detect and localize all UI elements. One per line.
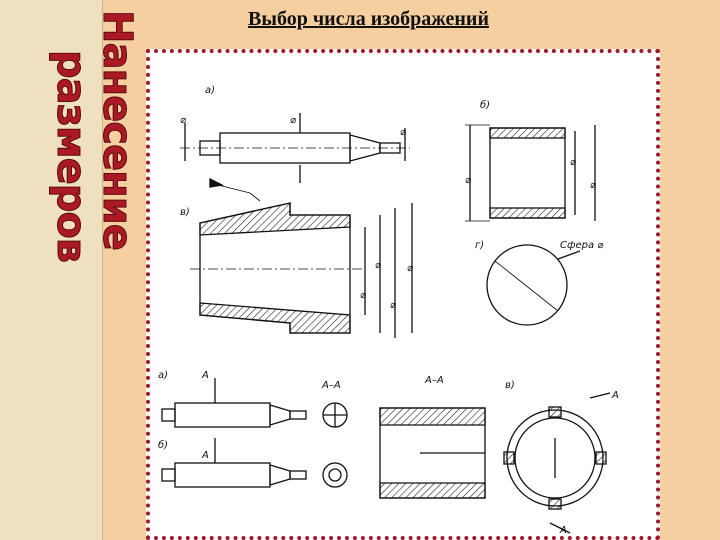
label-diameter-2: ⌀ — [290, 115, 297, 126]
sidebar-word-2: размеров — [48, 49, 95, 263]
shaft-bottom-a-drawing — [161, 378, 348, 428]
label-part-g: г) — [475, 240, 484, 251]
label-diameter-6: ⌀ — [590, 180, 597, 191]
sidebar: Нанесение размеров — [0, 0, 141, 540]
shaft-bottom-b-drawing — [161, 438, 348, 488]
label-part-b: б) — [480, 99, 490, 111]
label-diameter-3: ⌀ — [400, 127, 407, 138]
label-cut-a-1: А — [201, 370, 209, 381]
label-bottom-a: а) — [158, 370, 168, 381]
slide-title: Выбор числа изображений — [248, 8, 489, 30]
label-diameter-10: ⌀ — [407, 263, 414, 274]
label-part-v: в) — [180, 207, 190, 218]
label-cut-a-4: А — [559, 525, 567, 536]
section-a-a-drawing — [379, 407, 486, 499]
label-cut-a-2: А — [201, 450, 209, 461]
label-bottom-v: в) — [505, 380, 515, 391]
shaft-a-drawing — [180, 113, 410, 183]
label-part-a: а) — [205, 85, 215, 96]
sidebar-word-1: Нанесение — [94, 9, 141, 250]
sidebar-title: Нанесение размеров — [48, 9, 141, 263]
label-diameter-9: ⌀ — [390, 300, 397, 311]
label-diameter-7: ⌀ — [360, 290, 367, 301]
ring-bottom-v-drawing — [503, 392, 611, 534]
sleeve-b-drawing — [465, 124, 596, 222]
sphere-g-drawing — [486, 244, 581, 326]
label-diameter-4: ⌀ — [465, 175, 472, 186]
label-section-2: А–А — [424, 375, 444, 386]
figure-frame: а) б) в) г) Сфера ⌀ ⌀ ⌀ ⌀ ⌀ ⌀ ⌀ ⌀ ⌀ ⌀ ⌀ … — [146, 49, 660, 540]
label-cut-a-3: А — [611, 390, 619, 401]
label-diameter-5: ⌀ — [570, 157, 577, 168]
bushing-v-drawing — [190, 177, 413, 338]
technical-drawing: а) б) в) г) Сфера ⌀ ⌀ ⌀ ⌀ ⌀ ⌀ ⌀ ⌀ ⌀ ⌀ ⌀ … — [158, 85, 619, 536]
label-section-1: А–А — [321, 380, 341, 391]
label-bottom-b: б) — [158, 439, 168, 451]
label-sphere: Сфера ⌀ — [560, 240, 604, 251]
label-diameter-1: ⌀ — [180, 115, 187, 126]
label-diameter-8: ⌀ — [375, 260, 382, 271]
